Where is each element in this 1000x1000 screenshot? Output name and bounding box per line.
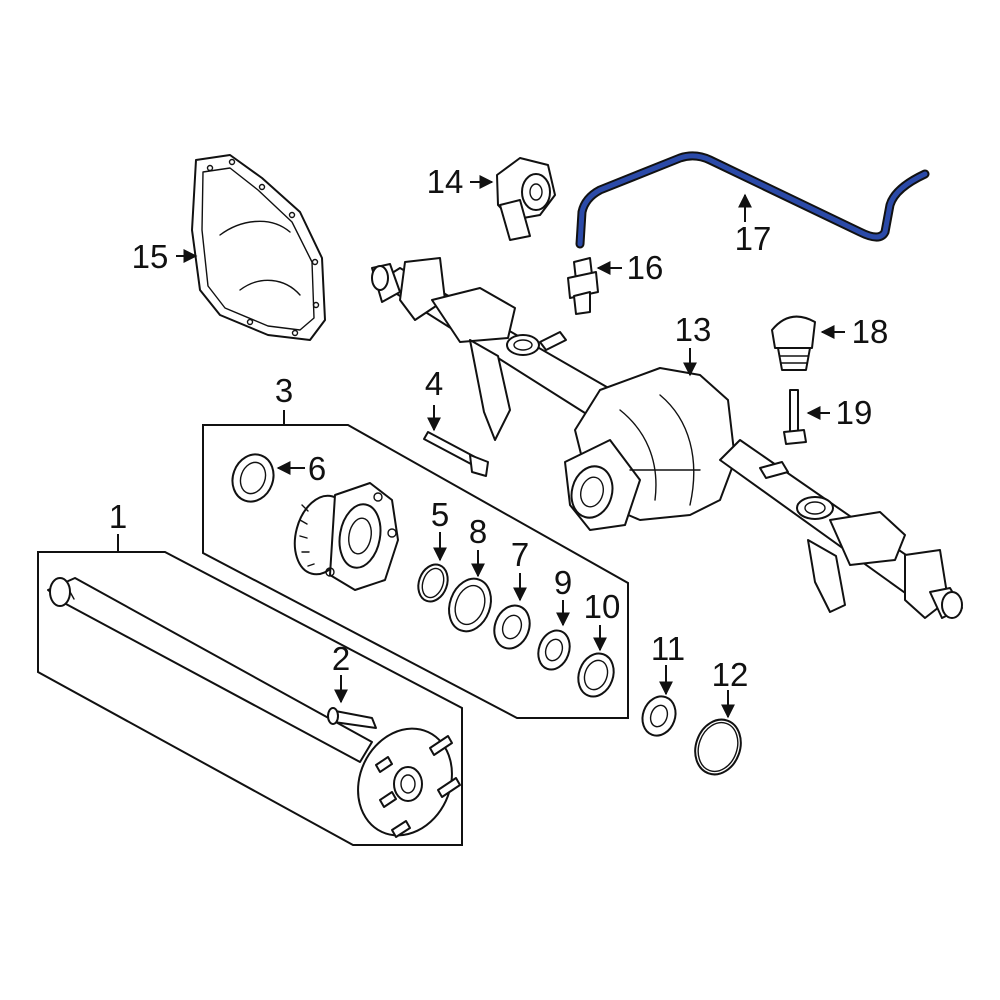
axle-housing[interactable] [371,257,963,619]
callout-8: 8 [469,513,487,550]
seal-10[interactable] [573,649,620,702]
callout-18: 18 [852,313,889,350]
bolt-19[interactable] [783,389,807,445]
callout-14: 14 [427,163,464,200]
vent-hose-17[interactable] [575,151,930,249]
callout-16: 16 [627,249,664,286]
group-box-3 [202,424,629,719]
bearing-race-8[interactable] [442,573,498,637]
callout-5: 5 [431,496,449,533]
callout-11: 11 [651,630,685,667]
callout-19: 19 [836,394,873,431]
callout-15: 15 [132,238,169,275]
plug-18[interactable] [771,315,816,371]
breather-16[interactable] [567,257,599,315]
bearing-7[interactable] [489,601,536,654]
bolt-4[interactable] [423,431,489,477]
callout-7: 7 [511,536,529,573]
callout-12: 12 [712,656,749,693]
wheel-hub[interactable] [287,482,399,591]
snap-ring-5[interactable] [413,560,452,605]
wheel-stud[interactable] [327,707,377,729]
callout-17: 17 [735,220,772,257]
axle-shaft[interactable] [47,577,469,851]
bump-stop-14[interactable] [496,157,556,241]
seal-6[interactable] [226,449,280,508]
callout-3: 3 [275,372,293,409]
bearing-9[interactable] [533,626,575,674]
o-ring-12[interactable] [688,713,748,781]
callout-13: 13 [675,311,712,348]
callout-1: 1 [109,498,127,535]
callout-10: 10 [584,588,621,625]
seal-11[interactable] [637,692,681,741]
callout-9: 9 [554,564,572,601]
group-box-1 [37,551,463,846]
callout-2: 2 [332,640,350,677]
callout-4: 4 [425,365,443,402]
callout-6: 6 [308,450,326,487]
differential-cover[interactable] [191,154,326,341]
